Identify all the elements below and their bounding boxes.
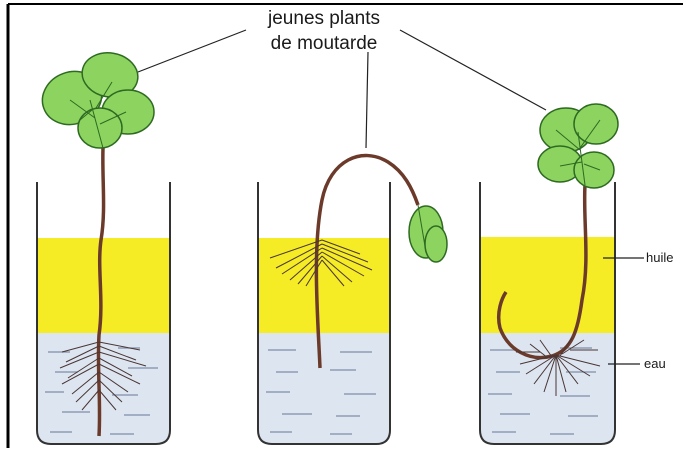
water-layer-1 <box>37 333 170 444</box>
title-line-1: jeunes plants <box>267 8 380 29</box>
title-line-2: de moutarde <box>271 33 378 54</box>
leaves-1 <box>35 48 154 148</box>
beaker-2 <box>258 156 447 444</box>
beaker-1 <box>35 48 170 444</box>
oil-label: huile <box>646 250 673 265</box>
oil-layer-2 <box>258 238 390 333</box>
oil-layer-1 <box>37 238 170 333</box>
beaker-3 <box>480 104 618 444</box>
leaves-2 <box>409 205 447 262</box>
water-label: eau <box>644 356 666 371</box>
leaves-3 <box>538 104 618 188</box>
